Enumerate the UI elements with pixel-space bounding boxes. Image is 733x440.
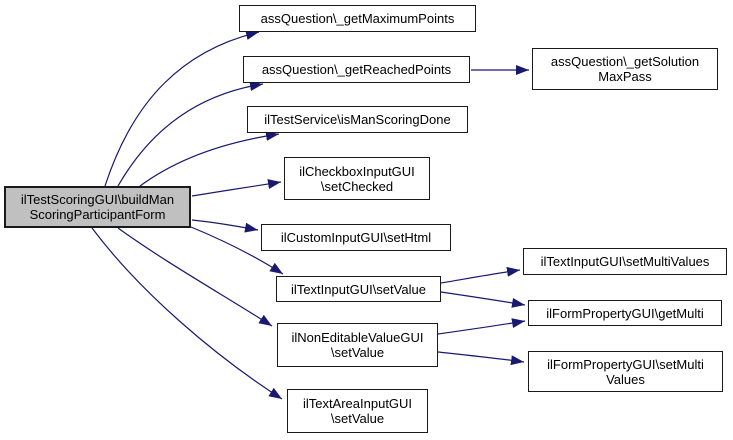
edge-group xyxy=(91,30,529,400)
edge-iltextinputgui-setvalue--iltextinputgui-setmultivalues xyxy=(440,266,521,284)
node-iltextareainputgui-setvalue[interactable]: ilTextAreaInputGUI \setValue xyxy=(287,389,428,433)
edge-iltestscoringgui-buildmanscoringparticipantform--ilcheckboxinputgui-setchecked xyxy=(191,179,282,197)
node-ilformpropertygui-setmultivalues[interactable]: ilFormPropertyGUI\setMulti Values xyxy=(528,351,723,392)
node-iltextinputgui-setvalue[interactable]: ilTextInputGUI\setValue xyxy=(276,276,441,302)
node-assquestion-getsolutionmaxpass[interactable]: assQuestion\_getSolution MaxPass xyxy=(532,48,718,90)
edge-iltestscoringgui-buildmanscoringparticipantform--iltestservice-ismanscoringdone xyxy=(139,130,280,187)
node-ilcheckboxinputgui-setchecked[interactable]: ilCheckboxInputGUI \setChecked xyxy=(284,157,430,200)
edge-iltestscoringgui-buildmanscoringparticipantform--ilcustominputgui-sethtml xyxy=(191,219,259,233)
edge-iltestscoringgui-buildmanscoringparticipantform--ilnoneditablevaluegui-setvalue xyxy=(117,227,273,327)
edge-iltestscoringgui-buildmanscoringparticipantform--iltextareainputgui-setvalue xyxy=(91,227,283,400)
node-assquestion-getreachedpoints[interactable]: assQuestion\_getReachedPoints xyxy=(243,56,470,83)
edge-iltestscoringgui-buildmanscoringparticipantform--iltextinputgui-setvalue xyxy=(190,226,284,275)
edge-iltestscoringgui-buildmanscoringparticipantform--assquestion-getreachedpoints xyxy=(117,81,264,187)
node-ilformpropertygui-getmulti[interactable]: ilFormPropertyGUI\getMulti xyxy=(528,300,722,326)
node-iltestservice-ismanscoringdone[interactable]: ilTestService\isManScoringDone xyxy=(247,106,468,133)
edge-iltestscoringgui-buildmanscoringparticipantform--assquestion-getmaximumpoints xyxy=(104,30,260,187)
edge-ilnoneditablevaluegui-setvalue--ilformpropertygui-setmultivalues xyxy=(437,351,525,366)
node-ilnoneditablevaluegui-setvalue[interactable]: ilNonEditableValueGUI \setValue xyxy=(277,323,438,367)
node-iltextinputgui-setmultivalues[interactable]: ilTextInputGUI\setMultiValues xyxy=(523,248,727,275)
node-assquestion-getmaximumpoints[interactable]: assQuestion\_getMaximumPoints xyxy=(239,5,476,32)
node-iltestscoringgui-buildmanscoringparticipantform[interactable]: ilTestScoringGUI\buildMan ScoringPartici… xyxy=(4,186,191,228)
node-ilcustominputgui-sethtml[interactable]: ilCustomInputGUI\setHtml xyxy=(261,224,451,251)
edge-ilnoneditablevaluegui-setvalue--ilformpropertygui-getmulti xyxy=(437,318,526,335)
edge-iltextinputgui-setvalue--ilformpropertygui-getmulti xyxy=(440,291,526,308)
